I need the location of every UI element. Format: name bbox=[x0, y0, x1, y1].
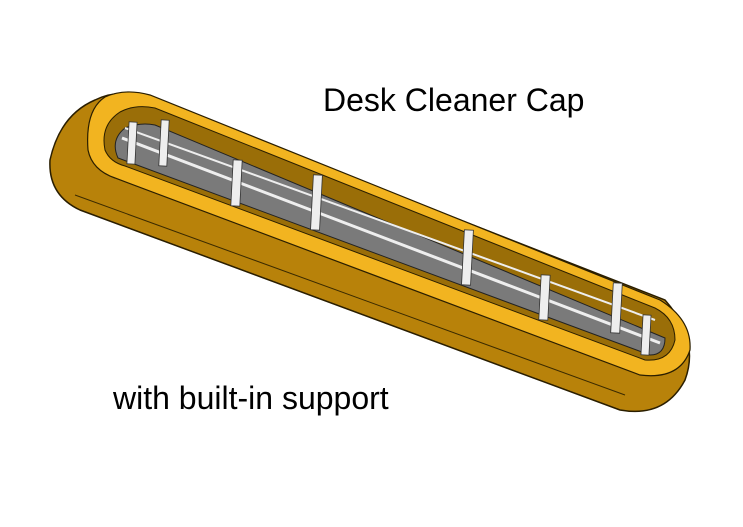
support-ribs bbox=[126, 119, 652, 356]
caption-subtitle: with built-in support bbox=[113, 380, 389, 416]
cap-body bbox=[49, 91, 691, 413]
caption-title: Desk Cleaner Cap bbox=[323, 82, 585, 118]
